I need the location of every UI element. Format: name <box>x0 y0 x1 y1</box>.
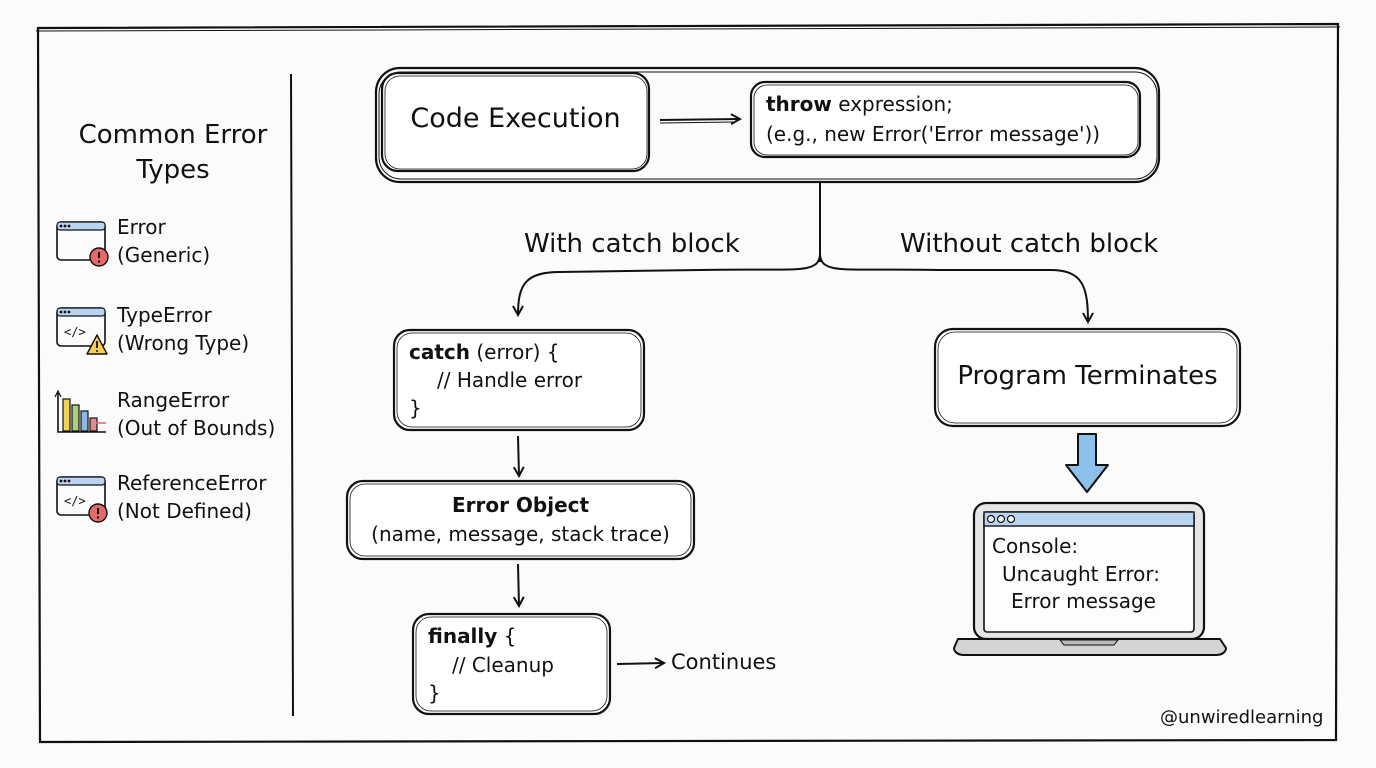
svg-text:</>: </> <box>64 325 86 339</box>
throw-example: (e.g., new Error('Error message')) <box>766 122 1101 146</box>
svg-text:</>: </> <box>64 494 86 508</box>
legend-item-name: RangeError <box>117 388 230 412</box>
outer-frame <box>36 22 1340 744</box>
legend-item-desc: (Wrong Type) <box>117 331 250 355</box>
legend-item-name: ReferenceError <box>117 471 267 495</box>
finally-open: { <box>497 624 517 648</box>
catch-comment: // Handle error <box>437 368 583 392</box>
sidebar-divider <box>290 73 294 717</box>
arrow-finally-to-continues <box>616 663 664 664</box>
console-label: Console: <box>992 534 1079 558</box>
error-object-box <box>345 479 696 561</box>
console-line2: Error message <box>1011 589 1156 613</box>
error-object-desc: (name, message, stack trace) <box>371 522 670 546</box>
legend-item-typeerror: TypeError (Wrong Type) <box>117 301 249 357</box>
continues-label: Continues <box>671 650 777 674</box>
branch-left <box>518 254 821 315</box>
bar-chart-icon <box>54 389 106 433</box>
catch-keyword: catch <box>409 340 471 364</box>
console-line1: Uncaught Error: <box>1002 562 1160 586</box>
top-container-box <box>374 66 1161 184</box>
legend-item-error: Error (Generic) <box>117 213 210 269</box>
legend-item-desc: (Not Defined) <box>117 499 252 523</box>
catch-line: catch (error) { <box>409 338 559 366</box>
window-error-icon <box>56 221 109 267</box>
finally-keyword: finally <box>428 624 498 648</box>
legend-item-desc: (Out of Bounds) <box>117 416 276 440</box>
program-terminates-box <box>933 327 1242 428</box>
branch-with-catch-label: With catch block <box>524 229 740 259</box>
code-error-icon: </> <box>56 476 108 523</box>
catch-params: (error) { <box>470 340 560 364</box>
code-warning-icon: </> <box>56 307 108 355</box>
throw-expression: expression; <box>831 92 953 116</box>
finally-close: } <box>428 681 441 705</box>
arrow-object-to-finally <box>518 563 519 606</box>
legend-item-rangeerror: RangeError (Out of Bounds) <box>117 386 275 442</box>
blue-down-arrow-icon <box>1065 433 1109 493</box>
branch-right <box>819 254 1088 322</box>
branch-without-catch-label: Without catch block <box>900 229 1159 259</box>
legend-item-desc: (Generic) <box>117 243 211 267</box>
code-execution-label: Code Execution <box>410 103 621 134</box>
author-handle: @unwiredlearning <box>1160 707 1324 728</box>
catch-box <box>392 328 646 432</box>
throw-keyword: throw <box>766 92 832 116</box>
arrow-catch-to-object <box>518 435 519 476</box>
arrow-exec-to-throw <box>659 119 740 120</box>
finally-comment: // Cleanup <box>452 653 554 677</box>
finally-box <box>411 612 612 716</box>
finally-line: finally { <box>428 622 516 650</box>
throw-box <box>749 80 1142 159</box>
program-terminates-label: Program Terminates <box>957 361 1218 391</box>
legend-item-referenceerror: ReferenceError (Not Defined) <box>117 469 266 525</box>
catch-close: } <box>409 396 422 420</box>
sidebar-title-line1: Common Error <box>78 120 268 150</box>
error-object-title: Error Object <box>451 493 590 517</box>
code-execution-box <box>380 71 651 173</box>
laptop-icon <box>952 501 1228 656</box>
legend-item-name: TypeError <box>117 303 212 327</box>
sidebar-title-line2: Types <box>136 155 210 185</box>
throw-line: throw expression; <box>766 90 953 118</box>
legend-item-name: Error <box>117 215 166 239</box>
sidebar-title: Common Error Types <box>58 118 288 188</box>
